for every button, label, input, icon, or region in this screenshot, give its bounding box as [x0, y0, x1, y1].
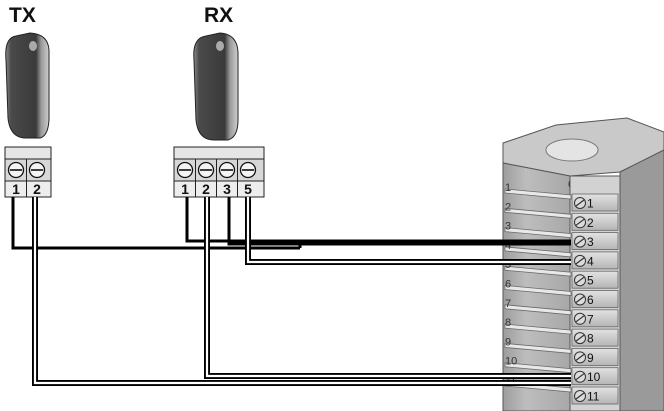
- controller-terminal-label: 11: [587, 390, 600, 404]
- tx-terminal-label: 1: [12, 181, 20, 197]
- rx-sensor-body: [193, 32, 239, 141]
- tx-title: TX: [9, 4, 36, 27]
- tx-sensor-lens: [29, 41, 37, 51]
- controller-side-number: 7: [505, 298, 511, 310]
- controller-side-number: 8: [505, 317, 511, 329]
- controller-terminal-label: 1: [587, 197, 594, 211]
- controller-terminals: 1 2 3 4 5 6 7 8 9 10 11: [504, 188, 619, 405]
- wires: [11, 197, 571, 386]
- rx-terminal-label: 3: [223, 181, 231, 197]
- wire-rx3-to-3: [227, 197, 571, 246]
- rx-title: RX: [204, 4, 233, 27]
- wire-rx1-to-3: [185, 197, 571, 243]
- rx-terminal-label: 1: [181, 181, 189, 197]
- controller-terminal-label: 2: [587, 216, 594, 230]
- controller-terminal-label: 10: [587, 370, 601, 384]
- controller-side-number: 4: [505, 240, 511, 252]
- controller-side-number: 3: [505, 221, 511, 233]
- controller-round-cap: [545, 138, 599, 162]
- controller-right-panel: [619, 149, 664, 411]
- controller-terminal-label: 4: [587, 254, 594, 268]
- controller-terminal-label: 3: [587, 235, 594, 249]
- controller-side-number: 2: [505, 201, 511, 213]
- rx-terminal-label: 5: [244, 181, 252, 197]
- controller-side-number: 10: [505, 356, 517, 368]
- controller-terminal-label: 8: [587, 332, 594, 346]
- controller-terminal-label: 6: [587, 293, 594, 307]
- controller-side-number: 5: [505, 259, 511, 271]
- wire-tx2-to-10: [32, 197, 571, 386]
- controller-terminal-label: 5: [587, 274, 594, 288]
- controller-side-number: 1: [505, 182, 511, 194]
- controller-terminal-label: 9: [587, 351, 594, 365]
- tx-sensor-body: [5, 32, 50, 139]
- rx-terminal-label: 2: [202, 181, 210, 197]
- rx-sensor-lens: [216, 41, 224, 51]
- tx-terminal-label: 2: [33, 181, 41, 197]
- controller-side-number: 6: [505, 279, 511, 291]
- controller-terminal-label: 7: [587, 312, 594, 326]
- controller-side-number: 9: [505, 336, 511, 348]
